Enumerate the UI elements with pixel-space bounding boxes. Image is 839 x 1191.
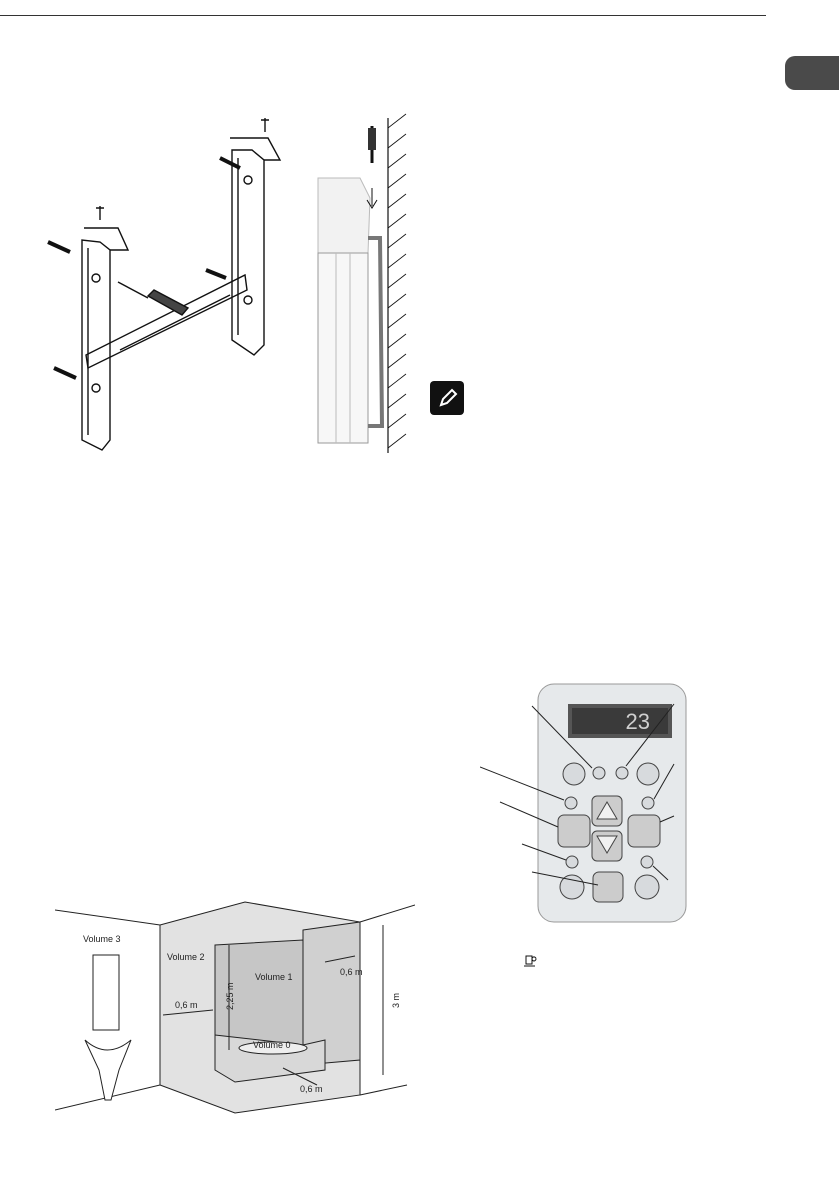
volume-2-label: Volume 2	[167, 952, 205, 962]
dim-right-label: 0,6 m	[340, 967, 363, 977]
volume-3-label: Volume 3	[83, 934, 121, 944]
dim-room-height-label: 3 m	[391, 993, 401, 1008]
dim-front-label: 0,6 m	[300, 1084, 323, 1094]
display-value: 23	[626, 709, 650, 734]
mounting-bracket-figure	[47, 118, 282, 451]
dim-height-shower-label: 2,25 m	[225, 982, 235, 1010]
volume-0-label: Volume 0	[253, 1040, 291, 1050]
pencil-note-icon	[430, 381, 464, 415]
presence-detector-icon	[523, 953, 539, 971]
heater-wall-figure	[317, 113, 407, 453]
top-rule	[0, 15, 766, 16]
volume-1-label: Volume 1	[255, 972, 293, 982]
bathroom-volumes-diagram: Volume 3 Volume 2 Volume 1 Volume 0 0,6 …	[55, 901, 415, 1114]
control-panel-figure: 23	[480, 683, 687, 923]
dim-side-label: 0,6 m	[175, 1000, 198, 1010]
language-tab[interactable]	[785, 56, 839, 90]
